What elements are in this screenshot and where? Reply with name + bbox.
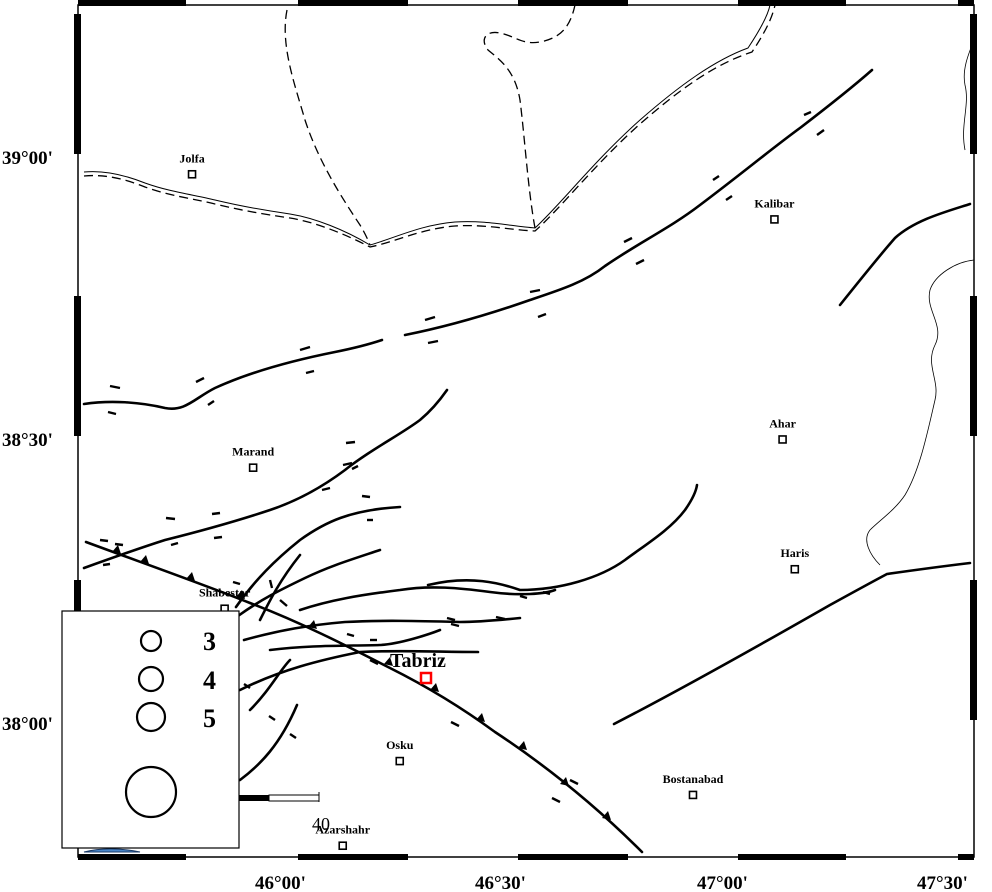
- city-marker-ahar: [778, 435, 787, 444]
- city-label-haris: Haris: [780, 546, 809, 560]
- scale-bar-label: 40: [312, 814, 330, 834]
- tabriz-label: Tabriz: [390, 650, 446, 672]
- city-label-marand: Marand: [232, 445, 274, 459]
- city-marker-marand: [248, 463, 258, 472]
- city-marand: Marand: [232, 445, 274, 472]
- legend-circle-3: [139, 629, 163, 653]
- strike-slip-arrows: [99, 110, 825, 804]
- axis-labels: 39°00' 38°30' 38°00' 46°00' 46°30' 47°00…: [2, 148, 968, 892]
- city-bostanabad: Bostanabad: [663, 772, 724, 800]
- city-label-kalibar: Kalibar: [754, 196, 795, 210]
- lat-label-38-30: 38°30': [2, 430, 53, 451]
- lat-label-38-00: 38°00': [2, 714, 53, 735]
- international-border: [83, 4, 776, 248]
- city-label-jolfa: Jolfa: [179, 151, 204, 165]
- faults: [82, 68, 972, 854]
- city-label-azarshahr: Azarshahr: [315, 823, 370, 837]
- city-label-bostanabad: Bostanabad: [663, 772, 724, 786]
- legend-circle-5: [135, 701, 167, 733]
- city-azarshahr: Azarshahr: [315, 823, 371, 851]
- city-label-osku: Osku: [386, 738, 414, 752]
- lon-label-47-00: 47°00': [697, 873, 748, 892]
- city-kalibar: Kalibar: [754, 196, 795, 224]
- city-haris: Haris: [780, 546, 809, 574]
- lake-urmia: [83, 848, 141, 853]
- tabriz-marker: Tabriz: [390, 650, 446, 685]
- east-boundary-line: [866, 39, 975, 566]
- lon-label-46-00: 46°00': [255, 873, 306, 892]
- city-marker-bostanabad: [688, 790, 698, 800]
- legend-circle-6: [124, 765, 178, 819]
- lon-label-46-30: 46°30': [475, 873, 526, 892]
- city-marker-azarshahr: [338, 841, 348, 851]
- thrust-teeth: [112, 545, 611, 820]
- city-ahar: Ahar: [769, 416, 797, 444]
- scale-bar: 40: [239, 792, 330, 834]
- lon-label-47-30: 47°30': [917, 873, 968, 892]
- city-shabestar: Shabestar: [199, 586, 251, 614]
- city-label-shabestar: Shabestar: [199, 586, 251, 600]
- city-marker-haris: [790, 564, 800, 574]
- city-jolfa: Jolfa: [179, 151, 205, 179]
- legend-label-5: 5: [203, 704, 216, 733]
- lat-label-39-00: 39°00': [2, 148, 53, 169]
- city-marker-kalibar: [770, 215, 779, 224]
- legend-label-3: 3: [203, 627, 216, 656]
- legend-label-4: 4: [203, 666, 216, 695]
- city-marker-jolfa: [187, 169, 197, 179]
- legend-circle-4: [137, 665, 165, 693]
- city-osku: Osku: [386, 738, 414, 766]
- city-label-ahar: Ahar: [769, 416, 796, 430]
- city-marker-osku: [395, 756, 405, 766]
- magnitude-legend: 3 4 5: [61, 610, 240, 849]
